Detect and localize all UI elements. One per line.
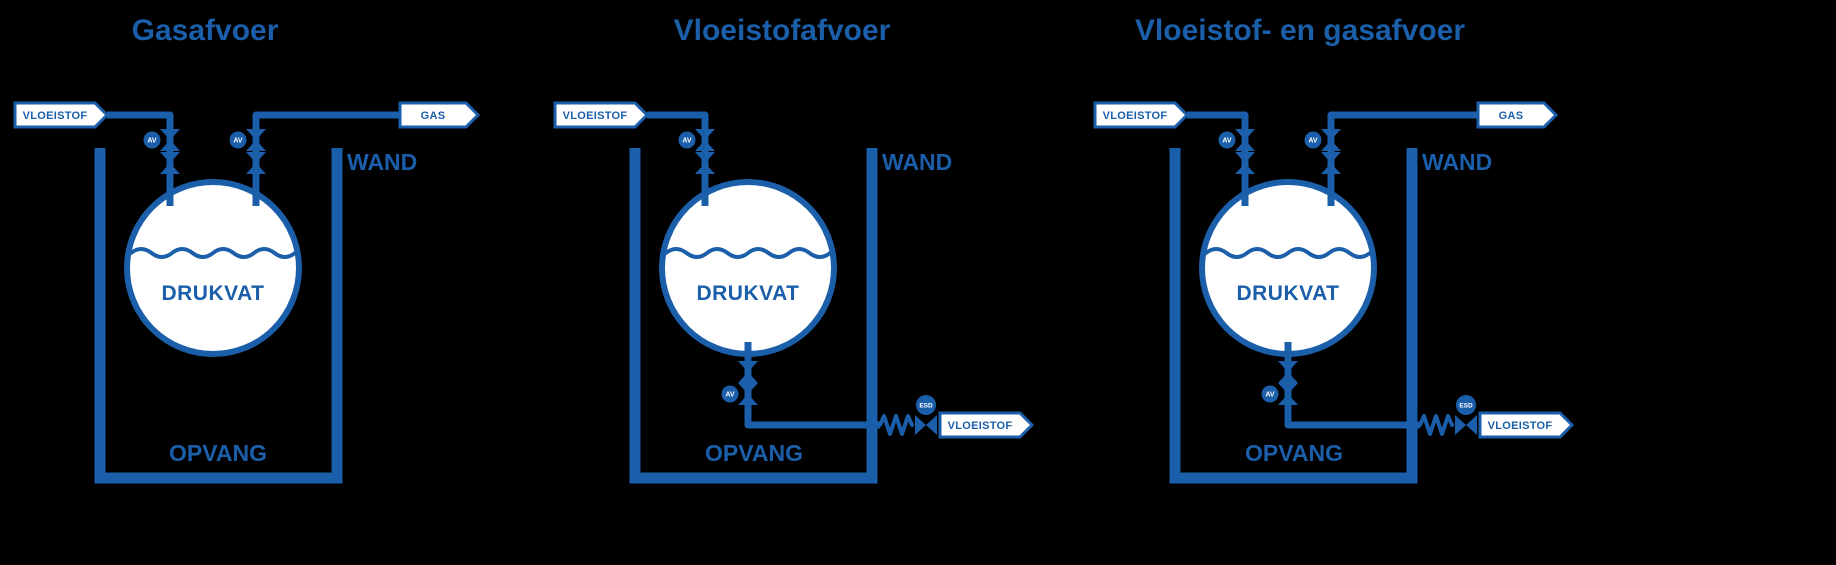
instrument-bubble-label: AV <box>1265 392 1275 399</box>
esd-valve-icon <box>1455 415 1477 435</box>
esd-bubble <box>1456 395 1476 415</box>
valve-icon <box>738 361 758 383</box>
instrument-bubble <box>678 131 696 149</box>
wall-label: WAND <box>347 149 417 175</box>
instrument-bubble <box>229 131 247 149</box>
liquid-level-wave <box>1204 247 1372 259</box>
instrument-bubble <box>143 131 161 149</box>
esd-bubble-label: ESD <box>919 403 933 410</box>
outlet-tag-label: VLOEISTOF <box>1488 420 1553 432</box>
gas-pipe <box>252 111 400 206</box>
inlet-tag-label: VLOEISTOF <box>563 110 628 122</box>
containment-basin <box>1169 148 1418 484</box>
valve-icon <box>1321 129 1341 151</box>
valve-icon <box>738 383 758 405</box>
panel-vloeistofafvoer: Vloeistofafvoer AV AV ESD VLOEISTOF VLOE… <box>553 14 1035 484</box>
inlet-pipe <box>647 111 709 206</box>
panel-title: Gasafvoer <box>132 14 279 47</box>
inlet-tag-label: VLOEISTOF <box>1103 110 1168 122</box>
inlet-pipe <box>107 111 174 206</box>
valve-icon <box>160 152 180 174</box>
basin-label: OPVANG <box>1245 440 1343 466</box>
wall-label: WAND <box>882 149 952 175</box>
esd-bubble-label: ESD <box>1459 403 1473 410</box>
vessel-label: DRUKVAT <box>1236 282 1339 305</box>
esd-valve-icon <box>915 415 937 435</box>
liquid-level-wave <box>664 247 832 259</box>
valve-icon <box>160 129 180 151</box>
outlet-tag <box>938 411 1035 439</box>
vessel-circle <box>1199 179 1377 357</box>
wall-label: WAND <box>1422 149 1492 175</box>
vessel-label: DRUKVAT <box>161 282 264 305</box>
instrument-bubble-label: AV <box>682 138 692 145</box>
containment-basin <box>94 148 343 484</box>
valve-icon <box>1278 383 1298 405</box>
instrument-bubble <box>1218 131 1236 149</box>
valve-icon <box>1235 129 1255 151</box>
basin-label: OPVANG <box>169 440 267 466</box>
vessel-label: DRUKVAT <box>696 282 799 305</box>
vessel-circle <box>659 179 837 357</box>
instrument-bubble-label: AV <box>147 138 157 145</box>
esd-bubble <box>916 395 936 415</box>
outlet-tag <box>1478 411 1575 439</box>
instrument-bubble-label: AV <box>233 138 243 145</box>
panel-title: Vloeistof- en gasafvoer <box>1135 14 1465 47</box>
outlet-tag-label: VLOEISTOF <box>948 420 1013 432</box>
flex-hose <box>878 414 914 436</box>
valve-icon <box>1278 361 1298 383</box>
valve-icon <box>1321 152 1341 174</box>
inlet-tag <box>553 101 650 129</box>
inlet-tag-label: VLOEISTOF <box>23 110 88 122</box>
instrument-bubble <box>1304 131 1322 149</box>
panel-gasafvoer: Gasafvoer AV AV VLOEISTOF GAS DRUKVAT WA… <box>13 14 481 484</box>
gas-pipe <box>1327 111 1478 206</box>
valve-icon <box>1235 152 1255 174</box>
gas-tag <box>398 101 481 129</box>
panel-title: Vloeistofafvoer <box>674 14 891 47</box>
instrument-bubble <box>1261 385 1279 403</box>
valve-icon <box>246 129 266 151</box>
liquid-level-wave <box>129 247 297 259</box>
flex-hose <box>1418 414 1454 436</box>
panel-vloeistof-en-gasafvoer: Vloeistof- en gasafvoer AV AV AV ESD VLO… <box>1093 14 1575 484</box>
basin-label: OPVANG <box>705 440 803 466</box>
valve-icon <box>695 129 715 151</box>
instrument-bubble-label: AV <box>1308 138 1318 145</box>
gas-tag <box>1476 101 1559 129</box>
valve-icon <box>695 152 715 174</box>
inlet-pipe <box>1187 111 1249 206</box>
valve-icon <box>246 152 266 174</box>
instrument-bubble-label: AV <box>1222 138 1232 145</box>
gas-tag-label: GAS <box>421 110 446 122</box>
vessel-circle <box>124 179 302 357</box>
instrument-bubble <box>721 385 739 403</box>
containment-basin <box>629 148 878 484</box>
inlet-tag <box>13 101 110 129</box>
gas-tag-label: GAS <box>1499 110 1524 122</box>
inlet-tag <box>1093 101 1190 129</box>
instrument-bubble-label: AV <box>725 392 735 399</box>
